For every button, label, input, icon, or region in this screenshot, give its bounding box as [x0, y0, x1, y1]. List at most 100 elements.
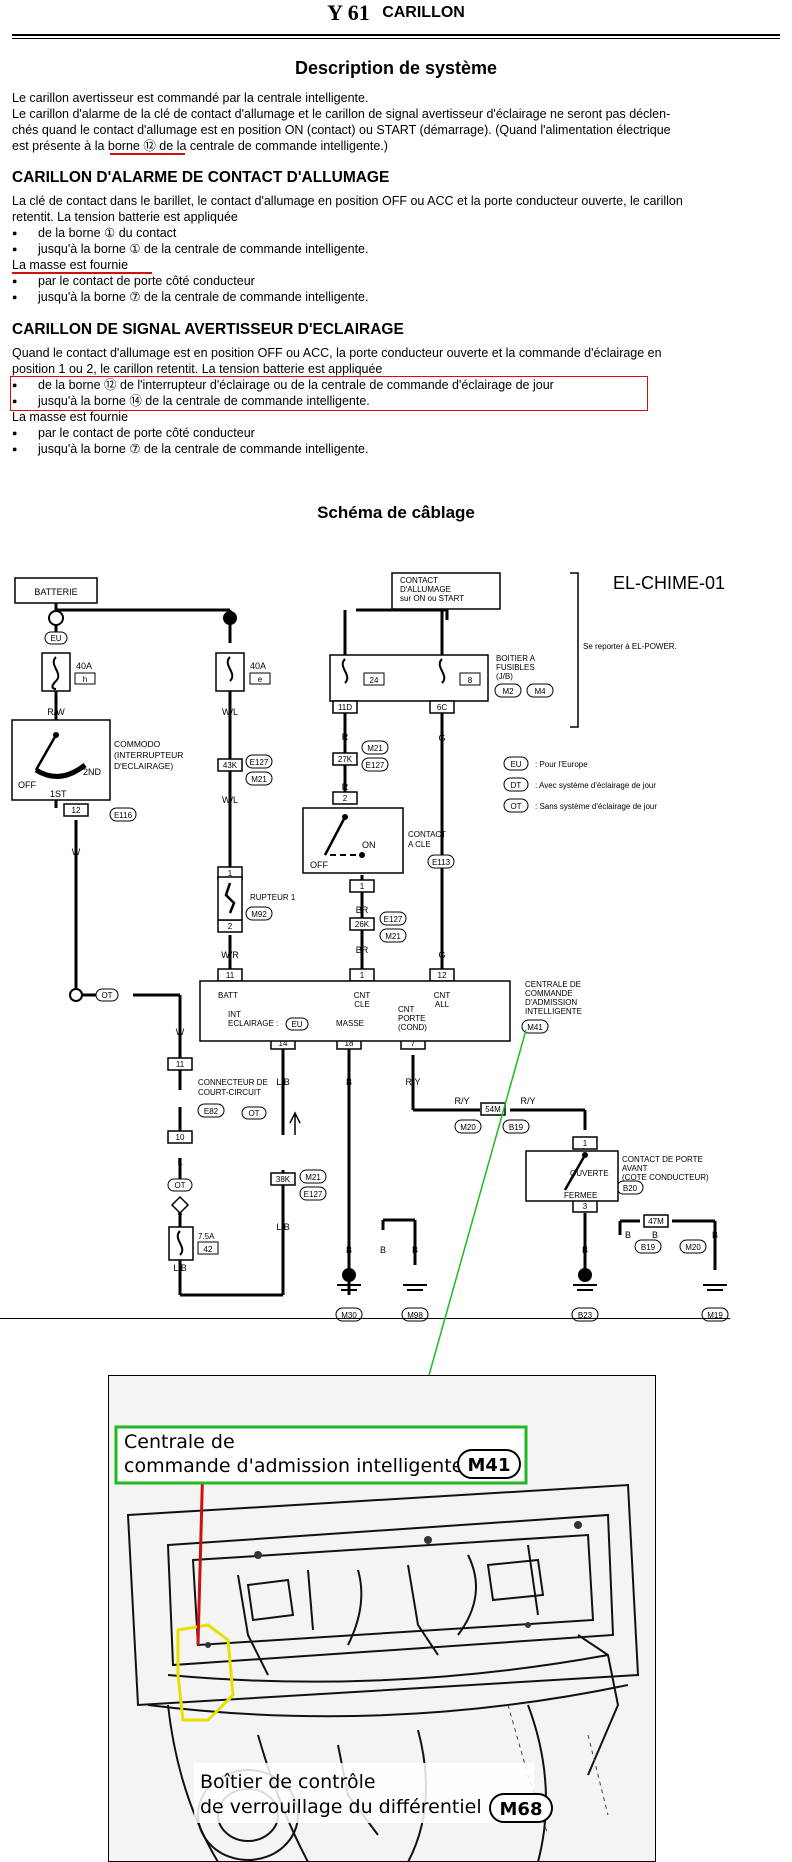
- svg-text:14: 14: [279, 1039, 288, 1048]
- svg-text:B23: B23: [578, 1311, 593, 1320]
- pin-cnt-all-2: ALL: [435, 1000, 450, 1009]
- svg-text:2: 2: [343, 794, 348, 803]
- pin-int-ecl-2: ECLAIRAGE :: [228, 1019, 278, 1028]
- connector-tag: M2: [494, 683, 522, 698]
- porte-ouverte: OUVERTE: [570, 1169, 609, 1178]
- svg-text:CONTACT DE PORTE: CONTACT DE PORTE: [622, 1155, 703, 1164]
- connector-tag: M98: [401, 1307, 429, 1322]
- svg-text:7: 7: [411, 1039, 416, 1048]
- list-item: de la borne ① du contact: [12, 225, 782, 241]
- contact-cle-box: [302, 807, 404, 874]
- svg-text:W/R: W/R: [221, 950, 239, 960]
- diagram-code: EL-CHIME-01: [613, 573, 725, 593]
- connector-tag: M19: [701, 1307, 729, 1322]
- svg-text:R/Y: R/Y: [454, 1096, 469, 1106]
- connector-tag: E127: [379, 911, 407, 926]
- svg-text:: Pour l'Europe: : Pour l'Europe: [535, 760, 588, 769]
- svg-text:B: B: [380, 1245, 386, 1255]
- svg-text:(INTERRUPTEUR: (INTERRUPTEUR: [114, 750, 183, 760]
- signal-ground: La masse est fournie: [12, 410, 129, 424]
- svg-text:27K: 27K: [338, 755, 353, 764]
- connector-tag: E113: [427, 854, 455, 869]
- fuse-42-label: 42: [204, 1245, 213, 1254]
- se-reporter: Se reporter à EL-POWER.: [583, 642, 677, 651]
- svg-text:1: 1: [360, 971, 365, 980]
- signal-bullets: de la borne ⑫ de l'interrupteur d'éclair…: [12, 377, 782, 409]
- list-item: jusqu'à la borne ⑭ de la centrale de com…: [12, 393, 782, 409]
- pin-masse: MASSE: [336, 1019, 364, 1028]
- signal-line: position 1 ou 2, le carillon retentit. L…: [12, 362, 383, 376]
- porte-fermee: FERMEE: [564, 1191, 597, 1200]
- svg-text:M2: M2: [502, 687, 514, 696]
- page-title: CARILLON: [382, 4, 465, 21]
- alarm-bullets: de la borne ① du contact jusqu'à la born…: [12, 225, 782, 257]
- svg-text:INTELLIGENTE: INTELLIGENTE: [525, 1007, 582, 1016]
- dashboard-photo: Centrale de commande d'admission intelli…: [108, 1375, 656, 1862]
- svg-text:M30: M30: [341, 1311, 357, 1320]
- svg-text:M20: M20: [685, 1243, 701, 1252]
- svg-text:B: B: [346, 1077, 352, 1087]
- svg-text:R: R: [342, 732, 349, 742]
- red-underline-borne: [110, 153, 185, 155]
- connector-tag: M21: [379, 928, 407, 943]
- svg-text:DT: DT: [511, 781, 522, 790]
- svg-text:COMMANDE: COMMANDE: [525, 989, 573, 998]
- svg-text:G: G: [438, 733, 445, 743]
- connector-tag: E127: [361, 757, 389, 772]
- svg-text:E127: E127: [250, 758, 269, 767]
- list-item: de la borne ⑫ de l'interrupteur d'éclair…: [12, 377, 782, 393]
- svg-text:1: 1: [360, 882, 365, 891]
- svg-text:B: B: [652, 1230, 658, 1240]
- svg-text:E127: E127: [366, 761, 385, 770]
- centrale-box: [199, 980, 511, 1042]
- intro-line: Le carillon avertisseur est commandé par…: [12, 91, 369, 105]
- svg-text:BR: BR: [356, 905, 369, 915]
- svg-text:R/W: R/W: [47, 707, 65, 717]
- connector-tag: M20: [679, 1239, 707, 1254]
- batterie-label: BATTERIE: [34, 587, 77, 597]
- connector-tag: E82: [197, 1103, 225, 1118]
- photo-code-m68: M68: [500, 1799, 543, 1820]
- intro-line: est présente à la borne ⑫ de la centrale…: [12, 139, 388, 153]
- svg-text:6C: 6C: [437, 703, 447, 712]
- svg-text:40A: 40A: [76, 661, 92, 671]
- svg-text:11: 11: [176, 1060, 185, 1069]
- pin-cnt-all: CNT: [434, 991, 451, 1000]
- eu-tag: EU: [44, 631, 68, 645]
- svg-text:12: 12: [72, 806, 81, 815]
- red-highlight-box: [10, 376, 648, 411]
- contact-cle-label: CONTACT A CLE: [408, 830, 446, 849]
- svg-text:D'ALLUMAGE: D'ALLUMAGE: [400, 585, 451, 594]
- svg-text:1: 1: [583, 1139, 588, 1148]
- svg-text:L/B: L/B: [276, 1222, 290, 1232]
- svg-text:CONTACT: CONTACT: [400, 576, 438, 585]
- list-item: par le contact de porte côté conducteur: [12, 273, 782, 289]
- header-rule-thin: [12, 38, 780, 39]
- svg-text:B: B: [346, 1245, 352, 1255]
- signal-paragraph: Quand le contact d'allumage est en posit…: [12, 345, 782, 377]
- svg-text:E127: E127: [384, 915, 403, 924]
- pin-cnt-porte-2: PORTE: [398, 1014, 425, 1023]
- pin-cnt-cle-2: CLE: [354, 1000, 370, 1009]
- connector-tag: M30: [335, 1307, 363, 1322]
- svg-text:COMMODO: COMMODO: [114, 739, 161, 749]
- switch-1st: 1ST: [50, 789, 67, 799]
- pin-cnt-porte: CNT: [398, 1005, 415, 1014]
- intro-paragraph: Le carillon avertisseur est commandé par…: [12, 90, 782, 154]
- svg-text:RUPTEUR 1: RUPTEUR 1: [250, 893, 296, 902]
- svg-text:BR: BR: [356, 945, 369, 955]
- contact-allumage-label: CONTACT D'ALLUMAGE sur ON ou START: [400, 576, 464, 603]
- svg-text:OT: OT: [101, 991, 112, 1000]
- svg-text:R/Y: R/Y: [520, 1096, 535, 1106]
- boitier-label: BOITIER A FUSIBLES (J/B): [496, 654, 536, 681]
- commodo-box: [11, 719, 111, 801]
- pin-int-ecl: INT: [228, 1010, 241, 1019]
- list-item: par le contact de porte côté conducteur: [12, 425, 782, 441]
- divider: [0, 1318, 730, 1319]
- connector-tag: M92: [245, 906, 273, 921]
- svg-text:26K: 26K: [355, 920, 370, 929]
- photo-label-top-2: commande d'admission intelligente: [124, 1455, 463, 1477]
- list-item: jusqu'à la borne ⑦ de la centrale de com…: [12, 289, 782, 305]
- svg-text:OT: OT: [248, 1109, 259, 1118]
- list-item: jusqu'à la borne ⑦ de la centrale de com…: [12, 441, 782, 457]
